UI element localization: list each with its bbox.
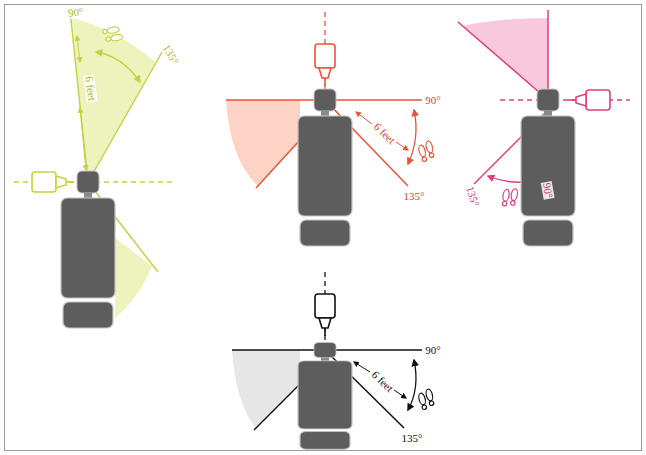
angle-label: 90° [541,180,555,199]
angle-label: 6 feet [369,368,396,394]
angle-label: 6 feet [371,120,398,146]
angle-label: 90° [424,345,441,356]
angle-label: 135° [403,191,426,202]
angle-label: 135° [463,183,481,208]
angle-label: 90° [67,6,85,19]
angle-label: 135° [401,433,424,444]
angle-label: 90° [424,95,441,106]
angle-label: 135° [160,41,181,66]
